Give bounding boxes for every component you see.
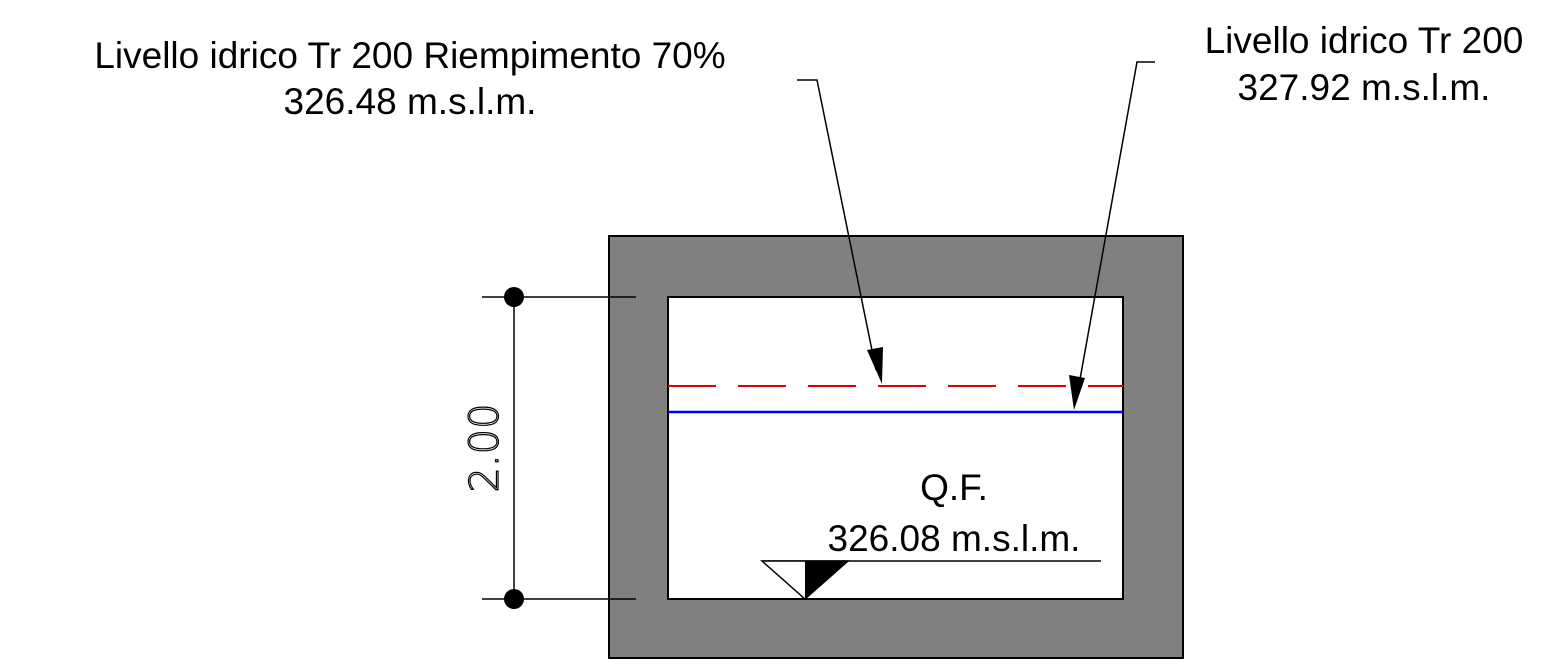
label-qf-elevation: 326.08 m.s.l.m. — [828, 518, 1081, 559]
label-70-percent-title: Livello idrico Tr 200 Riempimento 70% — [94, 35, 725, 76]
dimension-endpoint-top — [504, 287, 524, 307]
label-qf-title: Q.F. — [920, 467, 988, 508]
leader-line-tr200 — [1076, 61, 1155, 397]
elevation-marker-triangle-fill — [805, 561, 848, 599]
leader-arrowhead-tr200 — [1069, 375, 1085, 410]
label-70-percent-elevation: 326.48 m.s.l.m. — [284, 81, 537, 122]
leader-arrowhead-70-percent — [867, 347, 883, 384]
label-tr200-elevation: 327.92 m.s.l.m. — [1238, 67, 1491, 108]
label-tr200-title: Livello idrico Tr 200 — [1205, 20, 1524, 61]
leader-line-70-percent — [797, 79, 877, 371]
dimension-value: 2.00 — [462, 403, 508, 492]
dimension-endpoint-bottom — [504, 589, 524, 609]
culvert-inner-cavity — [667, 296, 1124, 600]
